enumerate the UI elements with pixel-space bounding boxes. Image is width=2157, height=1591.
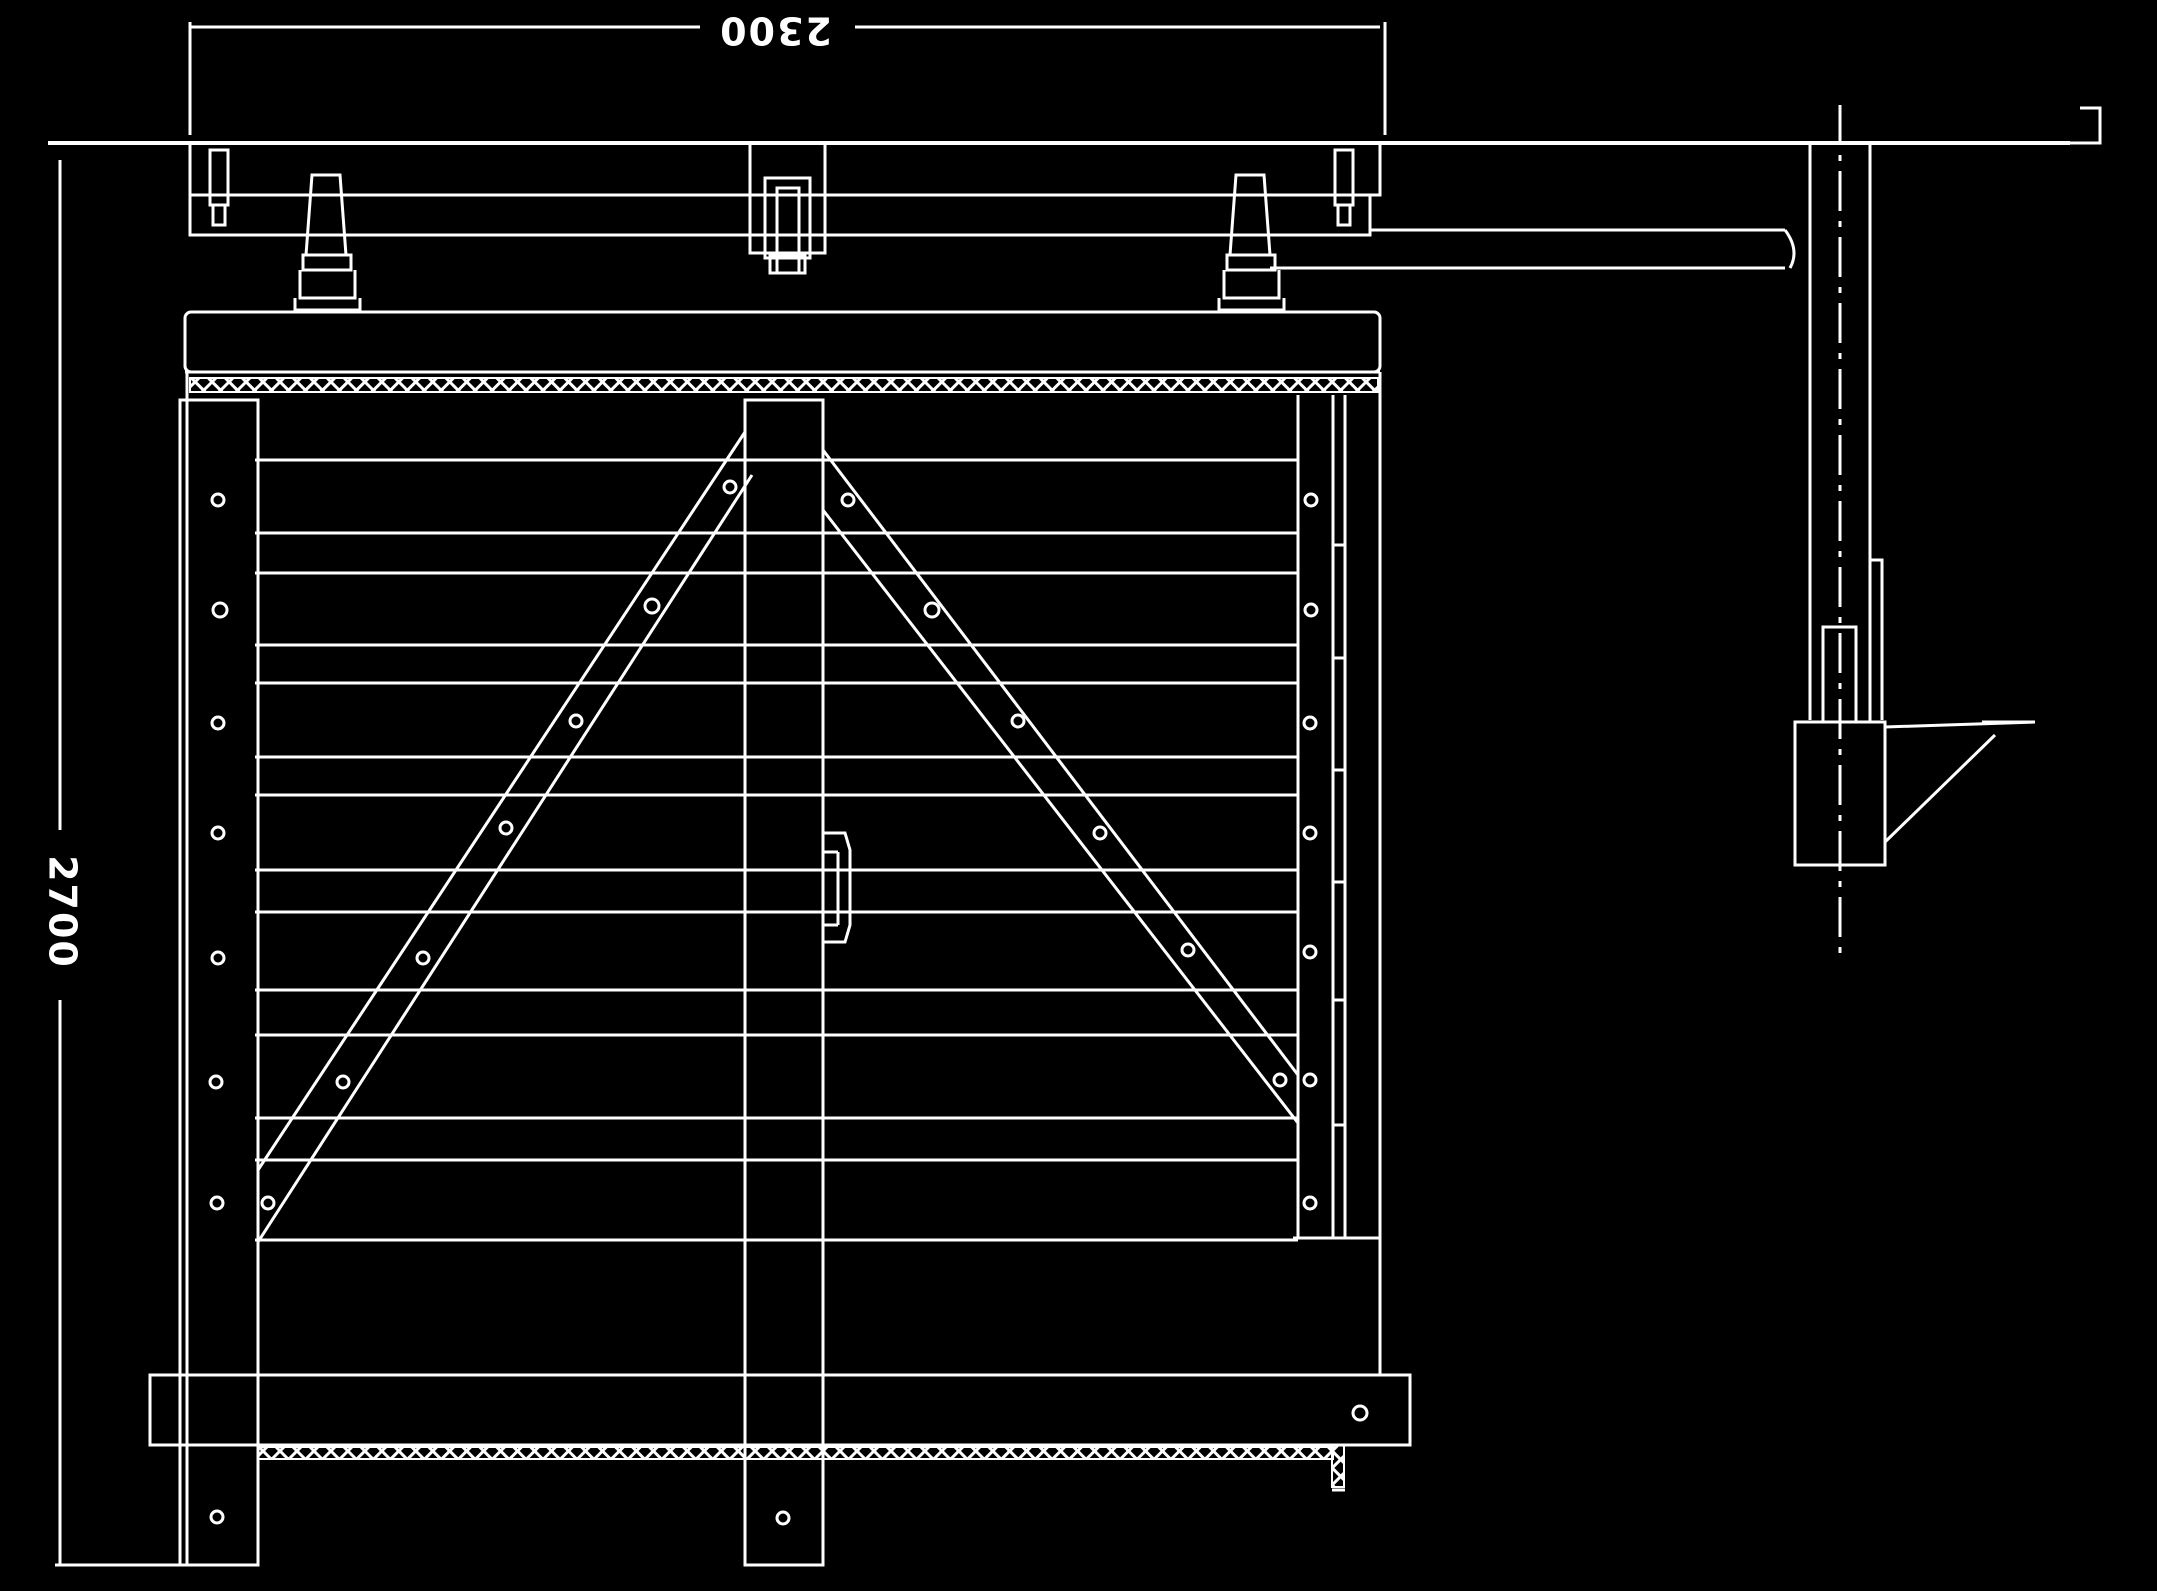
width-dimension-label: 2300: [718, 9, 832, 53]
right-stile: [1302, 492, 1345, 1211]
trolley-right: [1217, 173, 1286, 312]
left-stile: [178, 398, 260, 1567]
right-diagonal-brace: [821, 449, 1300, 1124]
door-handle: [823, 831, 852, 944]
centre-post: [743, 398, 825, 1567]
overhead-beam: [48, 106, 2102, 145]
height-dimension-label: 2700: [41, 855, 85, 969]
gate-bottom-rail: [148, 1373, 1412, 1492]
side-guide-post: [1793, 105, 2036, 955]
trolley-left: [293, 173, 362, 312]
width-dimension: 2300: [188, 9, 1387, 135]
gate-boards: [255, 458, 1298, 1242]
left-diagonal-brace: [256, 431, 754, 1243]
gate-top-rail: [183, 310, 1382, 393]
gate-frame: [185, 372, 1382, 1565]
track-rail: [188, 141, 1796, 275]
height-dimension: 2700: [41, 160, 180, 1567]
